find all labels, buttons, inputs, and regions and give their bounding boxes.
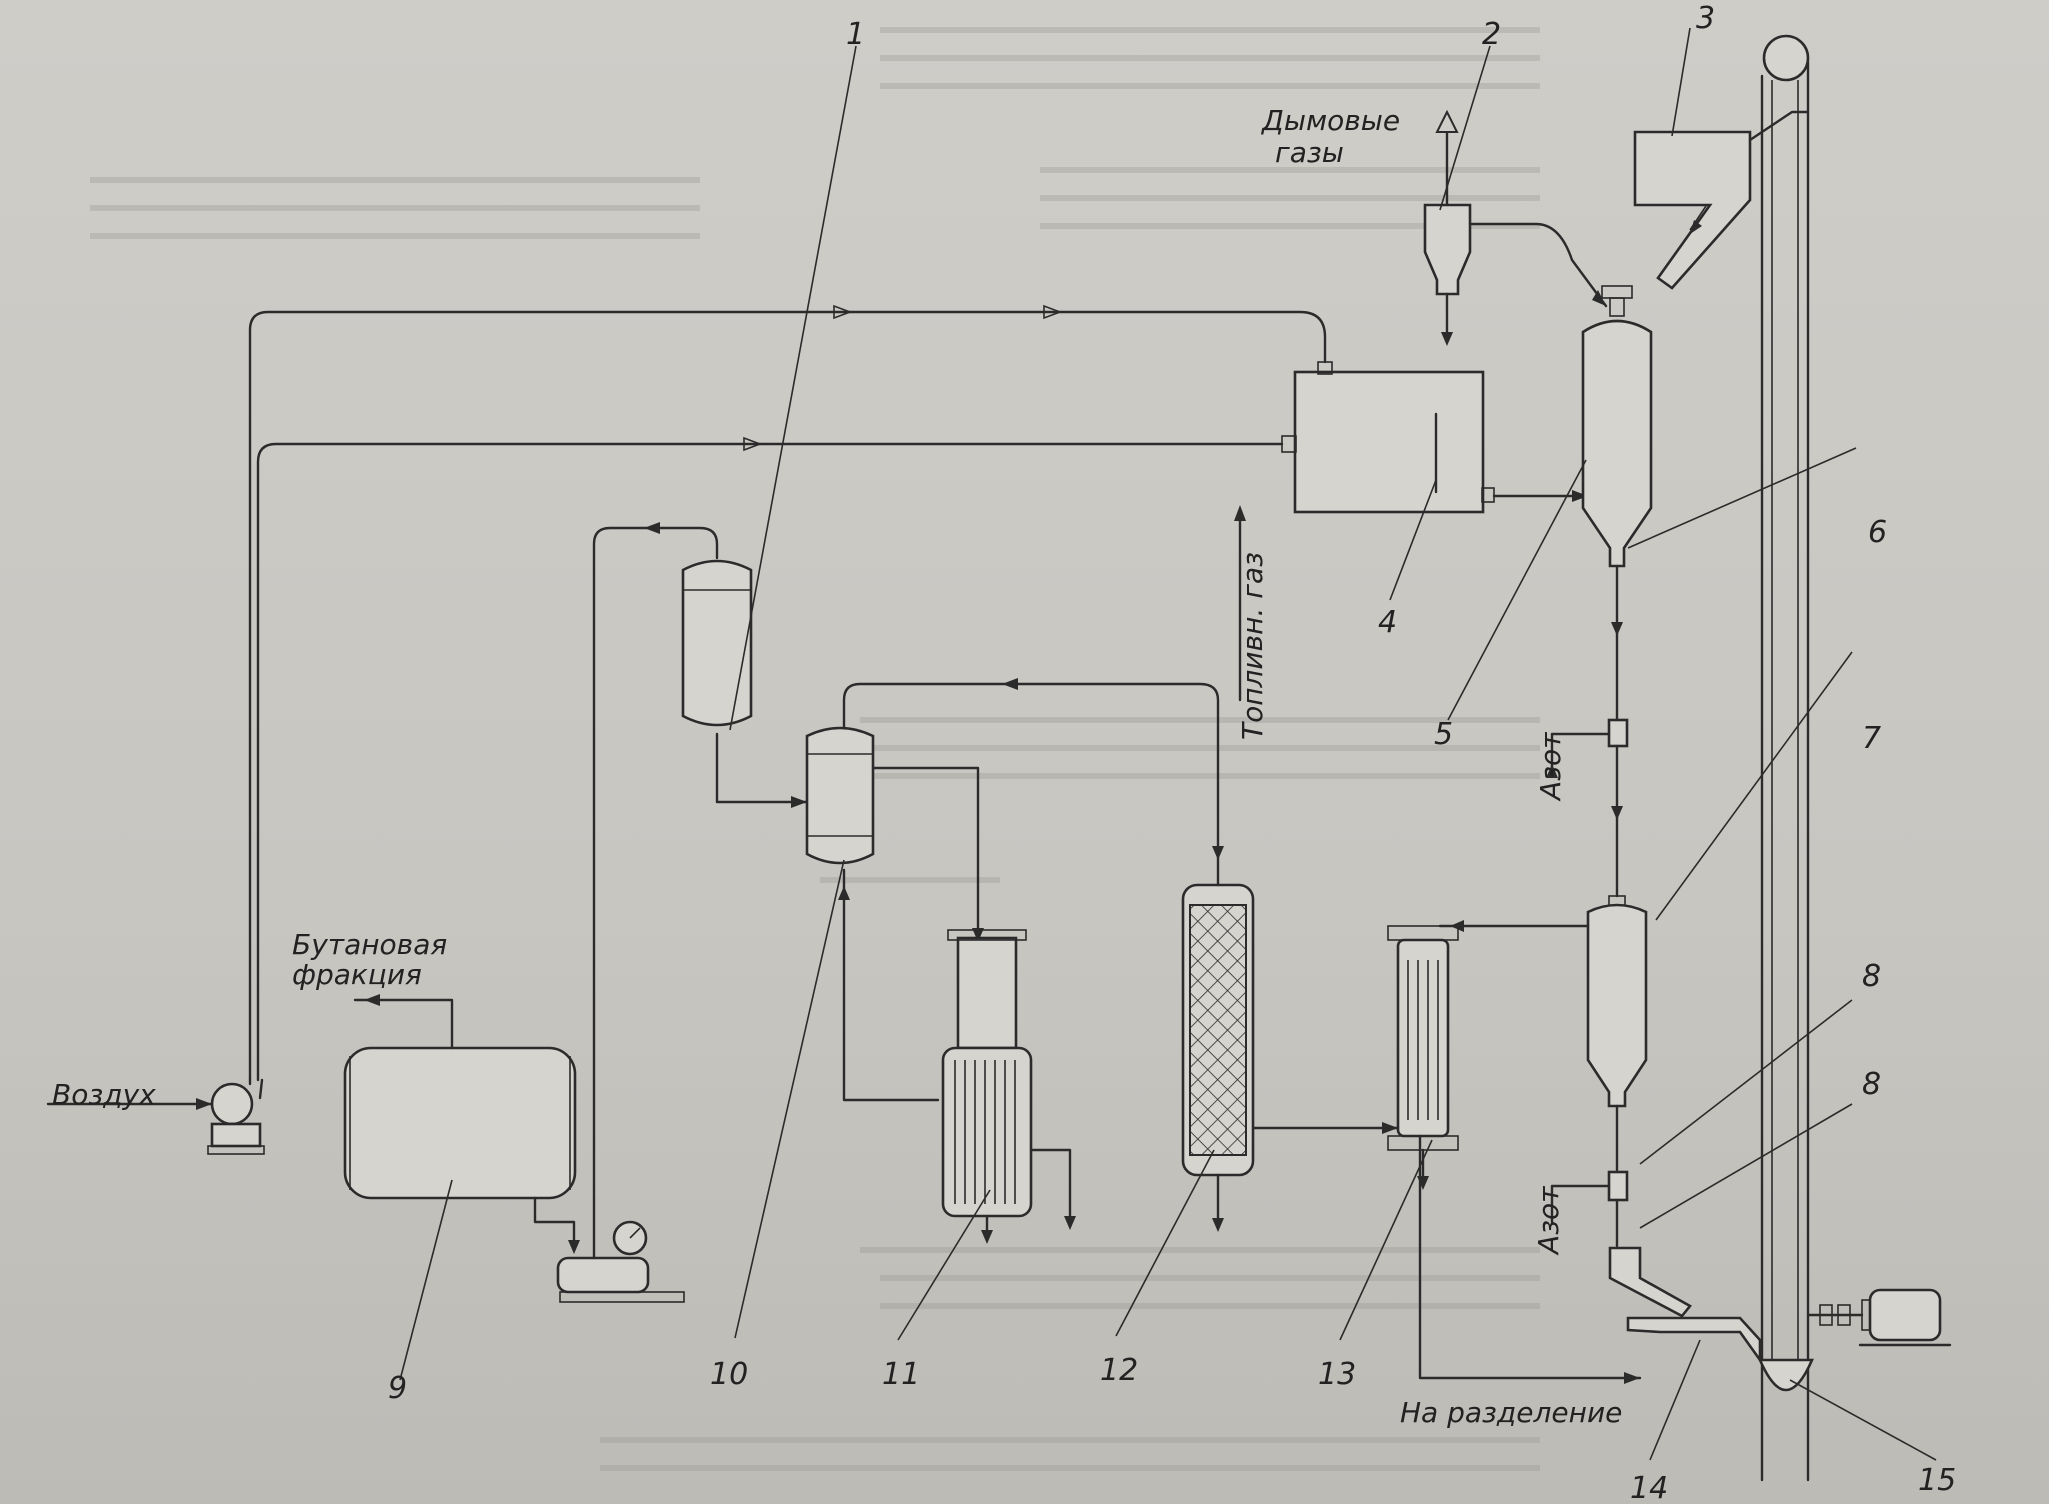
callout-9: 9 (388, 1371, 407, 1406)
callout-4: 4 (1378, 605, 1397, 640)
callout-6: 6 (1868, 515, 1887, 550)
hopper-feed-chute (1748, 110, 1810, 142)
cyclone-2 (1423, 203, 1472, 296)
separator-10 (805, 726, 875, 865)
arrow-icon (1624, 1372, 1640, 1384)
label-air: Воздух (52, 1078, 156, 1111)
arrow-icon (743, 436, 763, 452)
callout-2: 2 (1482, 17, 1501, 52)
fuel-return-line (256, 442, 1284, 1082)
arrow-icon (833, 304, 853, 320)
feed-pump (556, 1198, 685, 1303)
regenerator-gas-line (1468, 222, 1608, 308)
receiver-14 (1626, 1316, 1762, 1365)
label-nitrogen-bottom: Азот (1532, 1186, 1565, 1256)
label-butane-1: Бутановая (292, 928, 447, 961)
reactor-11-tubes (954, 1060, 1016, 1204)
exchanger-13-tubes (1407, 960, 1439, 1120)
transfer-chute (1608, 1246, 1692, 1318)
elevator-boot-15 (1758, 1358, 1814, 1392)
butane-tank-9 (343, 1046, 577, 1200)
regenerator-5 (1581, 319, 1653, 568)
reactor-7 (1586, 903, 1648, 1108)
arrow-icon (1572, 490, 1588, 502)
valve-8 (1607, 1170, 1629, 1202)
elevator-head-pulley (1762, 34, 1810, 82)
callout-12: 12 (1100, 1353, 1138, 1388)
butane-feed-line (353, 998, 454, 1050)
to-separation-line (1418, 1134, 1642, 1380)
column-12-packing (1189, 904, 1247, 1156)
vessel-1 (681, 559, 753, 727)
label-flue-gases-1: Дымовые (1260, 104, 1400, 137)
arrow-icon (1043, 304, 1063, 320)
arrow-icon (196, 1098, 212, 1110)
reactor-11-outlet (1029, 1148, 1072, 1228)
furnace-4 (1293, 370, 1485, 514)
callout-8-lower: 8 (1862, 1067, 1881, 1102)
callout-10: 10 (710, 1357, 748, 1392)
air-compressor (207, 1078, 265, 1155)
arrow-down-icon (1441, 332, 1453, 346)
callout-11: 11 (882, 1357, 920, 1392)
callout-5: 5 (1434, 717, 1453, 752)
callout-3: 3 (1696, 1, 1715, 36)
callouts: 1 2 3 4 5 6 7 8 8 9 10 11 12 13 14 15 (388, 1, 1956, 1504)
nitrogen-line-1 (1550, 732, 1611, 772)
separator-gas-to-reactor-11 (871, 766, 980, 940)
callout-7: 7 (1862, 721, 1881, 756)
separator-liquid-to-11 (842, 868, 940, 1102)
leader-lines (399, 27, 1937, 1461)
elevator-motor (1806, 1288, 1952, 1347)
arrow-down-icon (1611, 806, 1623, 820)
label-to-separation: На разделение (1400, 1396, 1622, 1429)
hopper-3 (1633, 130, 1752, 290)
reactor-11 (941, 1046, 1033, 1218)
label-fuel-gas: Топливн. газ (1236, 552, 1269, 740)
label-flue-gases-2: газы (1275, 136, 1344, 169)
heat-exchanger-13 (1396, 938, 1450, 1138)
callout-14: 14 (1630, 1471, 1668, 1504)
nitrogen-line-2 (1550, 1184, 1611, 1224)
label-nitrogen-top: Азот (1534, 732, 1567, 802)
reactor-11-upper (956, 936, 1018, 1050)
label-butane-2: фракция (292, 958, 422, 991)
arrow-up-icon (1435, 109, 1459, 133)
callout-8-upper: 8 (1862, 959, 1881, 994)
callout-1: 1 (846, 17, 865, 52)
background-text-bleed (90, 27, 1540, 1471)
arrow-up-icon (1234, 505, 1246, 521)
air-header-line (248, 310, 1327, 1082)
column-12-overhead-line (842, 682, 1220, 887)
callout-15: 15 (1918, 1463, 1956, 1498)
arrow-down-icon (1611, 622, 1623, 636)
callout-13: 13 (1318, 1357, 1356, 1392)
valve-6 (1607, 718, 1629, 748)
tank-to-pump-line (533, 1196, 576, 1252)
